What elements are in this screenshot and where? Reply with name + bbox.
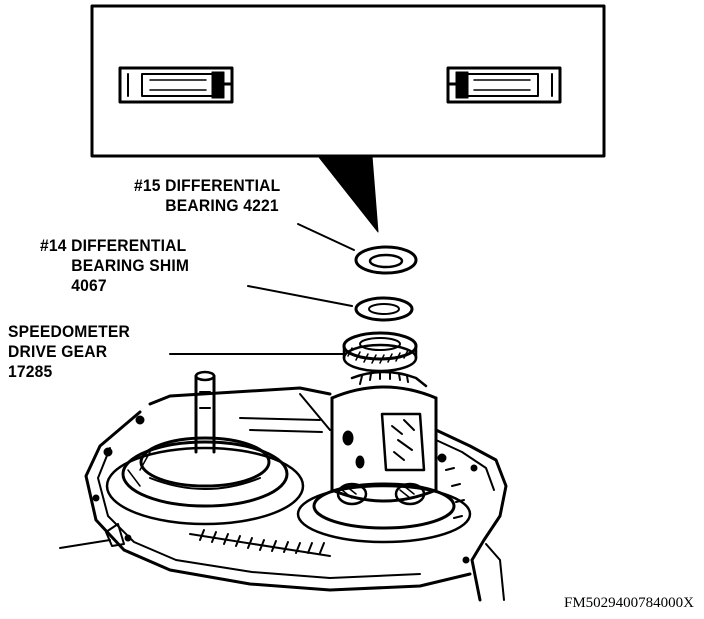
callout-line: BEARING SHIM [71, 256, 190, 275]
leader-shim [247, 285, 353, 307]
callout-line: SPEEDOMETER [8, 322, 130, 341]
transaxle-housing [59, 386, 508, 602]
callout-differential-bearing: #15 DIFFERENTIAL BEARING 4221 [134, 176, 280, 216]
callout-bearing-shim: #14 DIFFERENTIAL BEARING SHIM 4067 [40, 236, 189, 296]
callout-line: #14 DIFFERENTIAL [40, 236, 187, 255]
callout-speedometer-drive-gear: SPEEDOMETER DRIVE GEAR 17285 [8, 322, 130, 382]
leader-lines [169, 223, 355, 355]
differential-bearing-part [354, 245, 418, 275]
bearing-detail-inset [90, 4, 606, 233]
callout-line: #15 DIFFERENTIAL [134, 176, 281, 195]
differential-case [296, 370, 472, 544]
callout-line: 17285 [8, 362, 53, 381]
bearing-shim-part [354, 296, 414, 322]
callout-line: DRIVE GEAR [8, 342, 108, 361]
leader-bearing [297, 223, 355, 251]
speedometer-gear-part [342, 331, 418, 373]
callout-line: 4067 [71, 276, 107, 295]
callout-line: BEARING 4221 [165, 196, 279, 215]
shaft-and-clutch [105, 370, 305, 526]
figure-code: FM5029400784000X [563, 595, 694, 611]
